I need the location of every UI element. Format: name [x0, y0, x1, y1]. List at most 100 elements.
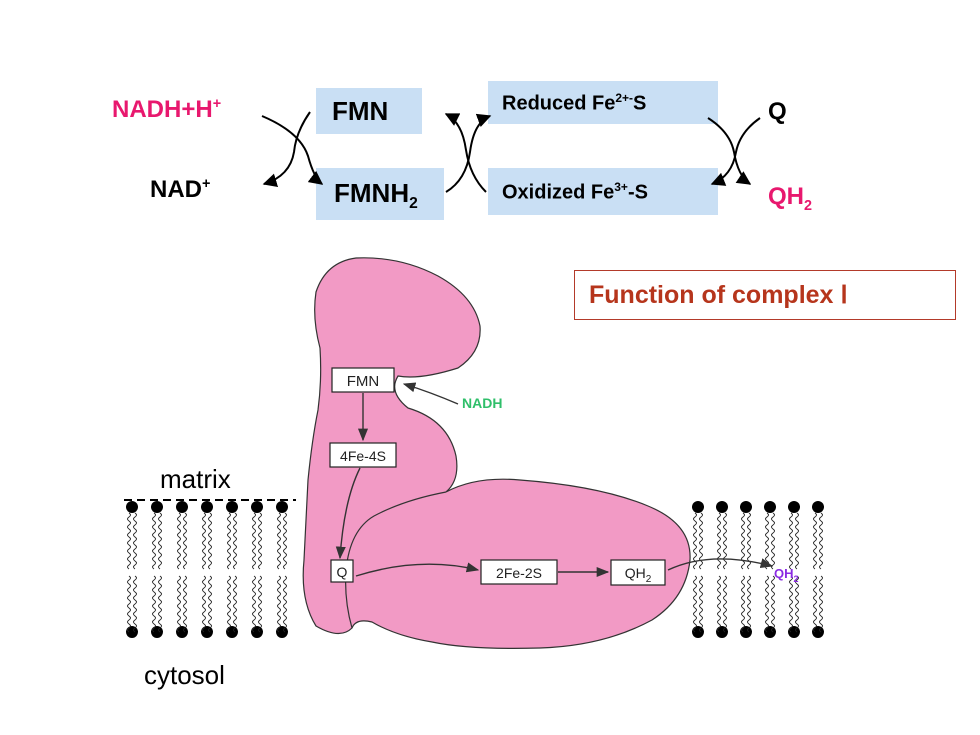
lipid-tail — [789, 512, 793, 570]
lipid-head — [788, 501, 800, 513]
q-label: Q — [768, 98, 787, 125]
lipid-tail — [233, 575, 237, 633]
lipid-head — [201, 501, 213, 513]
cytosol-label: cytosol — [144, 660, 225, 690]
lipid-tail — [158, 512, 162, 570]
lipid-head — [716, 626, 728, 638]
membrane-right — [692, 501, 824, 638]
lipid-tail — [717, 575, 721, 633]
lipid-tail — [277, 575, 281, 633]
arrow-fmnh2-to-fmn — [444, 113, 487, 193]
lipid-head — [764, 626, 776, 638]
arrow-oxidized-to-reduced — [445, 113, 492, 193]
lipid-tail — [789, 575, 793, 633]
lipid-tail — [208, 512, 212, 570]
lipid-tail — [771, 575, 775, 633]
lipid-head — [692, 501, 704, 513]
arrow-nadh-to-fmnh2 — [261, 115, 324, 185]
lipid-head — [126, 626, 138, 638]
lipid-tail — [693, 512, 697, 570]
lipid-head — [764, 501, 776, 513]
lipid-tail — [771, 512, 775, 570]
lipid-head — [251, 501, 263, 513]
lipid-tail — [233, 512, 237, 570]
lipid-tail — [127, 512, 131, 570]
lipid-tail — [177, 575, 181, 633]
lipid-tail — [152, 575, 156, 633]
lipid-tail — [127, 575, 131, 633]
lipid-tail — [717, 512, 721, 570]
inner-fmn-label: FMN — [347, 373, 380, 390]
lipid-tail — [158, 575, 162, 633]
lipid-head — [226, 626, 238, 638]
lipid-tail — [202, 575, 206, 633]
oxidized-fes-box — [488, 168, 718, 215]
lipid-tail — [252, 575, 256, 633]
lipid-tail — [133, 575, 137, 633]
lipid-tail — [723, 512, 727, 570]
lipid-head — [692, 626, 704, 638]
lipid-head — [740, 501, 752, 513]
fmn-box — [316, 88, 422, 134]
lipid-tail — [258, 575, 262, 633]
lipid-tail — [699, 575, 703, 633]
fmnh2-box — [316, 168, 444, 220]
nadh-h-label: NADH+H+ — [112, 96, 222, 123]
lipid-tail — [813, 575, 817, 633]
arrow-fmn-to-nad — [262, 111, 311, 187]
lipid-tail — [741, 575, 745, 633]
membrane-left — [124, 499, 296, 638]
electron-path — [335, 382, 774, 578]
lipid-tail — [177, 512, 181, 570]
lipid-tail — [183, 512, 187, 570]
lipid-head — [176, 626, 188, 638]
lipid-head — [151, 626, 163, 638]
lipid-tail — [152, 512, 156, 570]
lipid-head — [201, 626, 213, 638]
inner-q-label: Q — [337, 564, 348, 580]
lipid-tail — [258, 512, 262, 570]
lipid-head — [812, 626, 824, 638]
title-box: Function of complex Ⅰ — [574, 270, 956, 320]
reduced-fes-label: Reduced Fe2+-S — [502, 91, 647, 115]
lipid-tail — [765, 575, 769, 633]
complex-i-protein — [302, 257, 691, 649]
fmnh2-label: FMNH2 — [334, 178, 418, 213]
lipid-tail — [227, 512, 231, 570]
lipid-tail — [283, 575, 287, 633]
lipid-head — [251, 626, 263, 638]
nad-label: NAD+ — [150, 176, 211, 203]
arrow-reduced-to-oxidized — [707, 117, 752, 185]
matrix-label: matrix — [160, 464, 231, 494]
lipid-tail — [819, 512, 823, 570]
lipid-head — [788, 626, 800, 638]
lipid-head — [176, 501, 188, 513]
lipid-head — [226, 501, 238, 513]
lipid-head — [126, 501, 138, 513]
lipid-tail — [765, 512, 769, 570]
lipid-head — [812, 501, 824, 513]
lipid-tail — [277, 512, 281, 570]
lipid-tail — [819, 575, 823, 633]
lipid-tail — [252, 512, 256, 570]
lipid-tail — [693, 575, 697, 633]
inner-2fe2s-label: 2Fe-2S — [496, 565, 542, 581]
complex-inner — [329, 367, 666, 586]
qh2-output-label: QH2 — [774, 566, 799, 584]
lipid-tail — [795, 575, 799, 633]
lipid-tail — [183, 575, 187, 633]
lipid-tail — [747, 575, 751, 633]
lipid-head — [716, 501, 728, 513]
lipid-tail — [133, 512, 137, 570]
inner-4fe4s-label: 4Fe-4S — [340, 448, 386, 464]
qh2-label: QH2 — [768, 183, 813, 214]
lipid-head — [276, 501, 288, 513]
lipid-head — [740, 626, 752, 638]
lipid-tail — [723, 575, 727, 633]
oxidized-fes-label: Oxidized Fe3+-S — [502, 180, 648, 204]
nadh-input-label: NADH — [462, 395, 502, 411]
inner-qh2-label: QH2 — [625, 565, 652, 585]
lipid-tail — [747, 512, 751, 570]
